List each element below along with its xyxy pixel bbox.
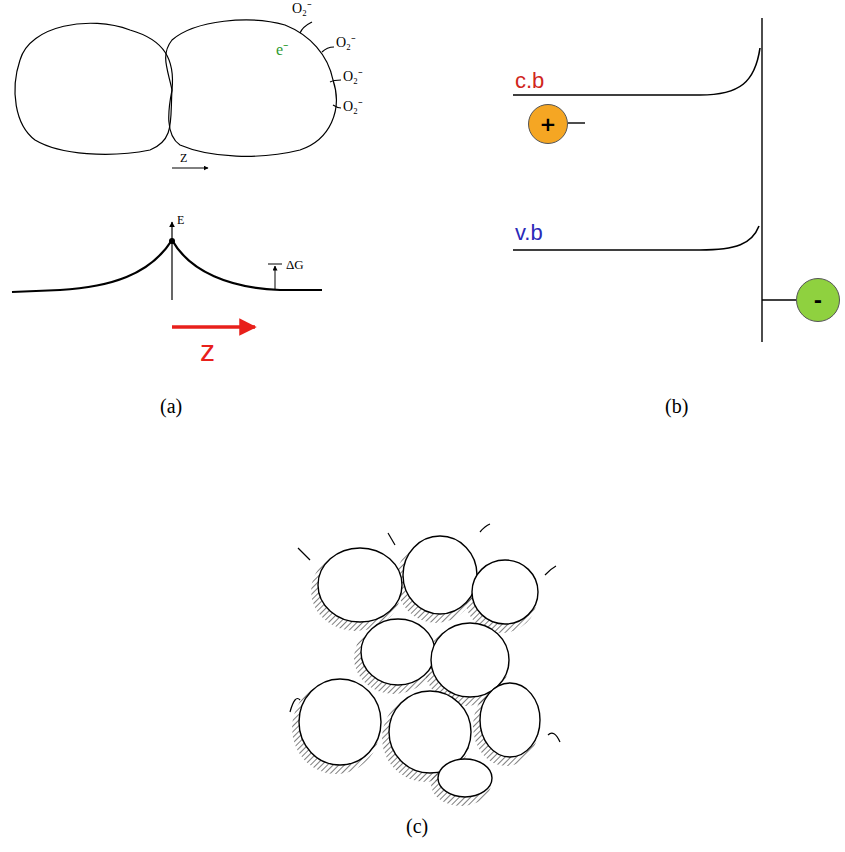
energy-label: ΔG [286, 258, 304, 271]
charge-sign: + [540, 114, 557, 134]
surface-line [761, 18, 762, 342]
pore-wisp [298, 548, 310, 560]
valence-band [513, 226, 759, 250]
pore-wisp [480, 524, 490, 532]
pore-wall [361, 619, 435, 685]
axis-label: z [200, 336, 215, 366]
band-label: c.b [515, 70, 544, 92]
panel-label: (c) [406, 816, 428, 836]
grain-outlines [15, 20, 341, 156]
hole-level [568, 122, 585, 123]
axis-label: E [177, 214, 184, 226]
ion-label: O₂⁻ [343, 100, 363, 114]
z-direction-arrow [172, 168, 208, 169]
pore-wisp [388, 533, 395, 545]
charge-circle: - [796, 278, 840, 322]
axis-label: Z [180, 152, 187, 164]
pore-wall [480, 683, 540, 757]
pore-wisp [548, 733, 560, 742]
barrier-peak [169, 238, 175, 244]
pore-wall [438, 759, 492, 797]
pore-wisp [290, 699, 300, 713]
panel-label: (a) [160, 396, 182, 416]
energy-axis [171, 222, 172, 300]
ion-label: O₂⁻ [343, 70, 363, 84]
pore-wall [299, 679, 381, 765]
charge-sign: - [814, 290, 822, 310]
band-label: v.b [515, 222, 543, 244]
panel-label: (b) [665, 396, 688, 416]
ion-label: O₂⁻ [336, 36, 356, 50]
ion-label: O₂⁻ [292, 2, 312, 16]
delta-g-marker [268, 264, 282, 289]
pore-wall [472, 560, 538, 624]
barrier-curve [12, 240, 322, 292]
z-axis-arrow [172, 325, 255, 329]
conduction-band [513, 48, 760, 95]
pore-wall [318, 548, 402, 622]
pore-wisp [545, 566, 556, 575]
electron-label: e⁻ [276, 42, 288, 58]
pore-wall [403, 536, 477, 614]
charge-circle: + [528, 104, 568, 144]
porous-network [290, 524, 560, 806]
surface-state [762, 299, 796, 300]
